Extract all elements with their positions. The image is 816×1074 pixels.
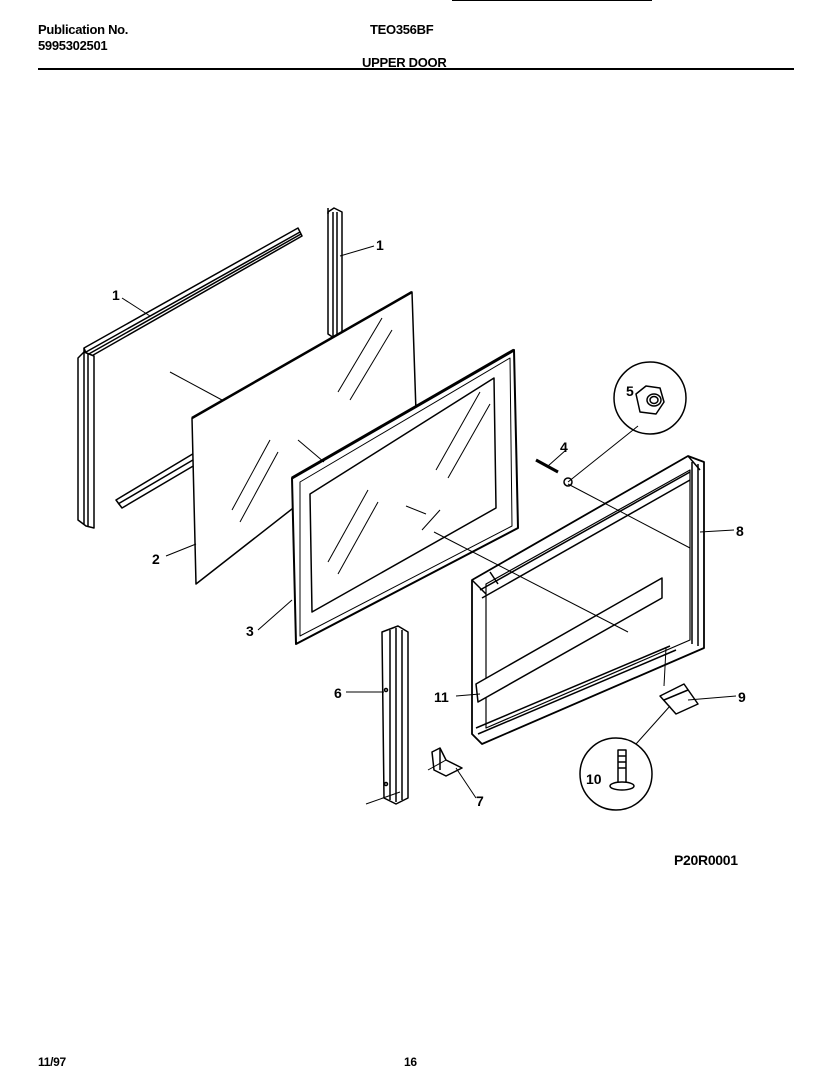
- leader-lines: [121, 245, 737, 805]
- callout-4: 4: [560, 439, 568, 455]
- header-rule: [38, 68, 794, 70]
- part-6-side-channel: [381, 625, 409, 805]
- callout-2: 2: [152, 551, 160, 567]
- part-1-bottom-trim: [115, 451, 201, 509]
- part-1-right-trim: [327, 207, 343, 339]
- footer-date: 11/97: [38, 1055, 66, 1069]
- callout-11: 11: [434, 689, 449, 705]
- callout-7: 7: [476, 793, 484, 809]
- callout-1-right: 1: [376, 237, 384, 253]
- part-9-clip: [659, 683, 699, 715]
- part-5-nut-detail: [613, 361, 687, 435]
- part-11-strip: [475, 577, 663, 703]
- publication-number: 5995302501: [38, 38, 108, 53]
- part-1-left-trim: [77, 351, 95, 529]
- callout-1-top: 1: [112, 287, 120, 303]
- model-number: TEO356BF: [370, 22, 434, 37]
- callout-6: 6: [334, 685, 342, 701]
- callout-9: 9: [738, 689, 746, 705]
- part-4-screw: [535, 458, 573, 487]
- part-3-outer-glass: [291, 348, 519, 645]
- diagram-reference-code: P20R0001: [674, 852, 738, 868]
- part-7-bracket: [431, 747, 463, 777]
- callout-3: 3: [246, 623, 254, 639]
- publication-label: Publication No.: [38, 22, 129, 37]
- section-title: UPPER DOOR: [362, 55, 447, 70]
- page-number: 16: [404, 1055, 417, 1069]
- part-10-screw-detail: [579, 737, 653, 811]
- callout-10: 10: [586, 771, 602, 787]
- part-8-door-frame: [471, 455, 705, 745]
- callout-5: 5: [626, 383, 634, 399]
- callout-8: 8: [736, 523, 744, 539]
- part-2-inner-glass: [191, 290, 417, 585]
- top-rule: [452, 0, 652, 1]
